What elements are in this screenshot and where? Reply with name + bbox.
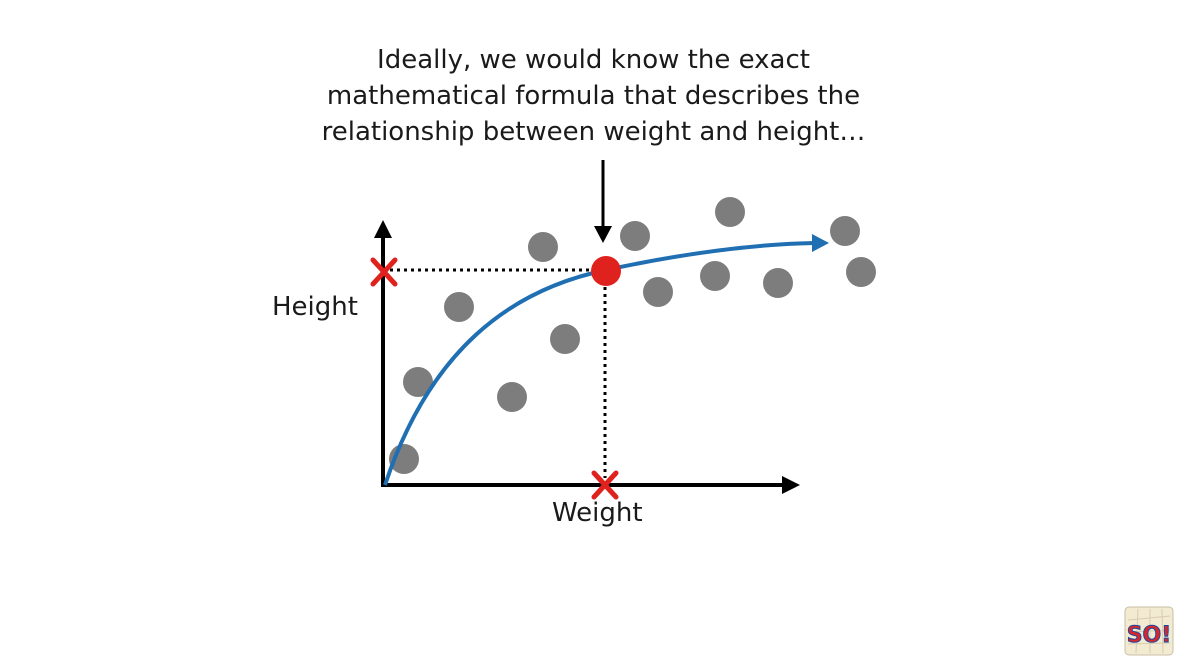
data-point: [403, 367, 433, 397]
caption: Ideally, we would know the exact mathema…: [0, 42, 1187, 150]
data-points: [389, 197, 876, 474]
logo-text: SO!: [1127, 623, 1172, 648]
data-point: [497, 382, 527, 412]
data-point: [444, 292, 474, 322]
highlighted-point: [591, 256, 621, 286]
data-point: [830, 216, 860, 246]
data-point: [550, 324, 580, 354]
data-point: [763, 268, 793, 298]
data-point: [620, 221, 650, 251]
x-axis: [381, 476, 800, 494]
data-point: [700, 261, 730, 291]
data-point: [715, 197, 745, 227]
cross-icon: [591, 470, 619, 500]
x-axis-label: Weight: [552, 498, 643, 528]
caption-line-3: relationship between weight and height…: [321, 117, 866, 147]
caption-line-1: Ideally, we would know the exact: [377, 45, 810, 75]
data-point: [643, 277, 673, 307]
data-point: [846, 257, 876, 287]
fitted-curve: [383, 234, 829, 486]
y-axis: [374, 220, 392, 487]
caption-line-2: mathematical formula that describes the: [326, 81, 861, 111]
cross-icon: [370, 257, 398, 287]
so-logo: SO!: [1124, 606, 1174, 656]
y-axis-label: Height: [272, 292, 358, 322]
data-point: [528, 232, 558, 262]
down-arrow-icon: [594, 160, 612, 243]
